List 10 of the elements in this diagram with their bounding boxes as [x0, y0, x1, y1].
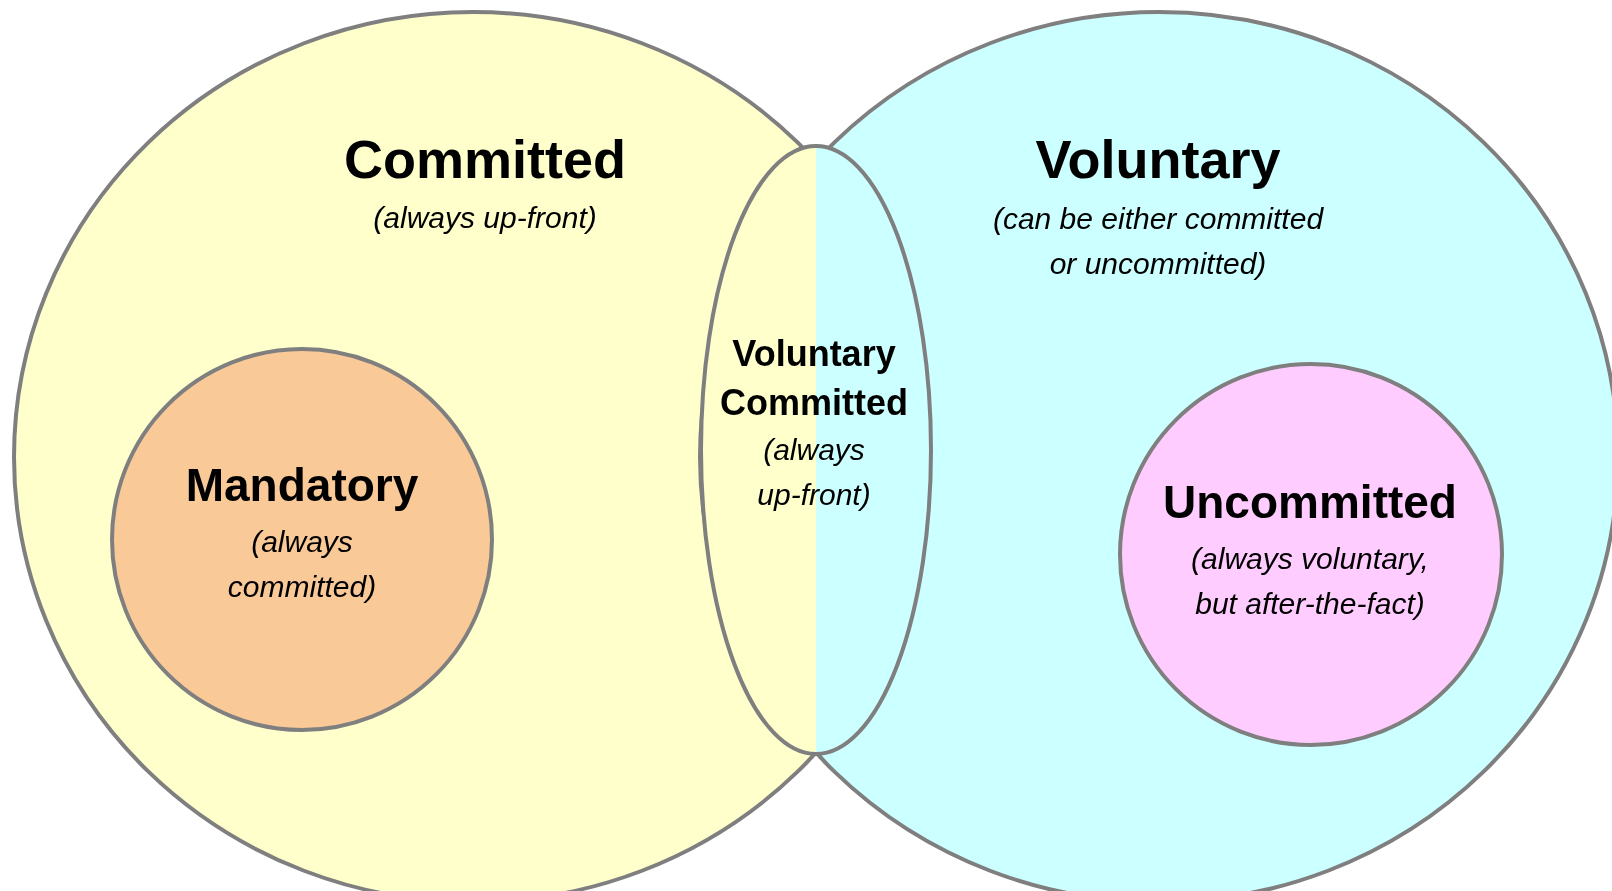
- circle-title: Uncommitted: [1162, 475, 1458, 530]
- circle-subtitle: (always voluntary, but after-the-fact): [1190, 541, 1430, 622]
- circle-title: Mandatory: [184, 458, 420, 513]
- circle-title: Voluntary Committed: [719, 332, 909, 425]
- circle-subtitle: (can be either committed or uncommitted): [991, 201, 1325, 282]
- circle-subtitle: (always committed): [226, 524, 378, 605]
- circle-title: Committed: [343, 128, 627, 190]
- circle-subtitle: (always up-front): [372, 200, 598, 236]
- circle-subtitle: (always up-front): [756, 432, 872, 513]
- circle-title: Voluntary: [1034, 128, 1282, 190]
